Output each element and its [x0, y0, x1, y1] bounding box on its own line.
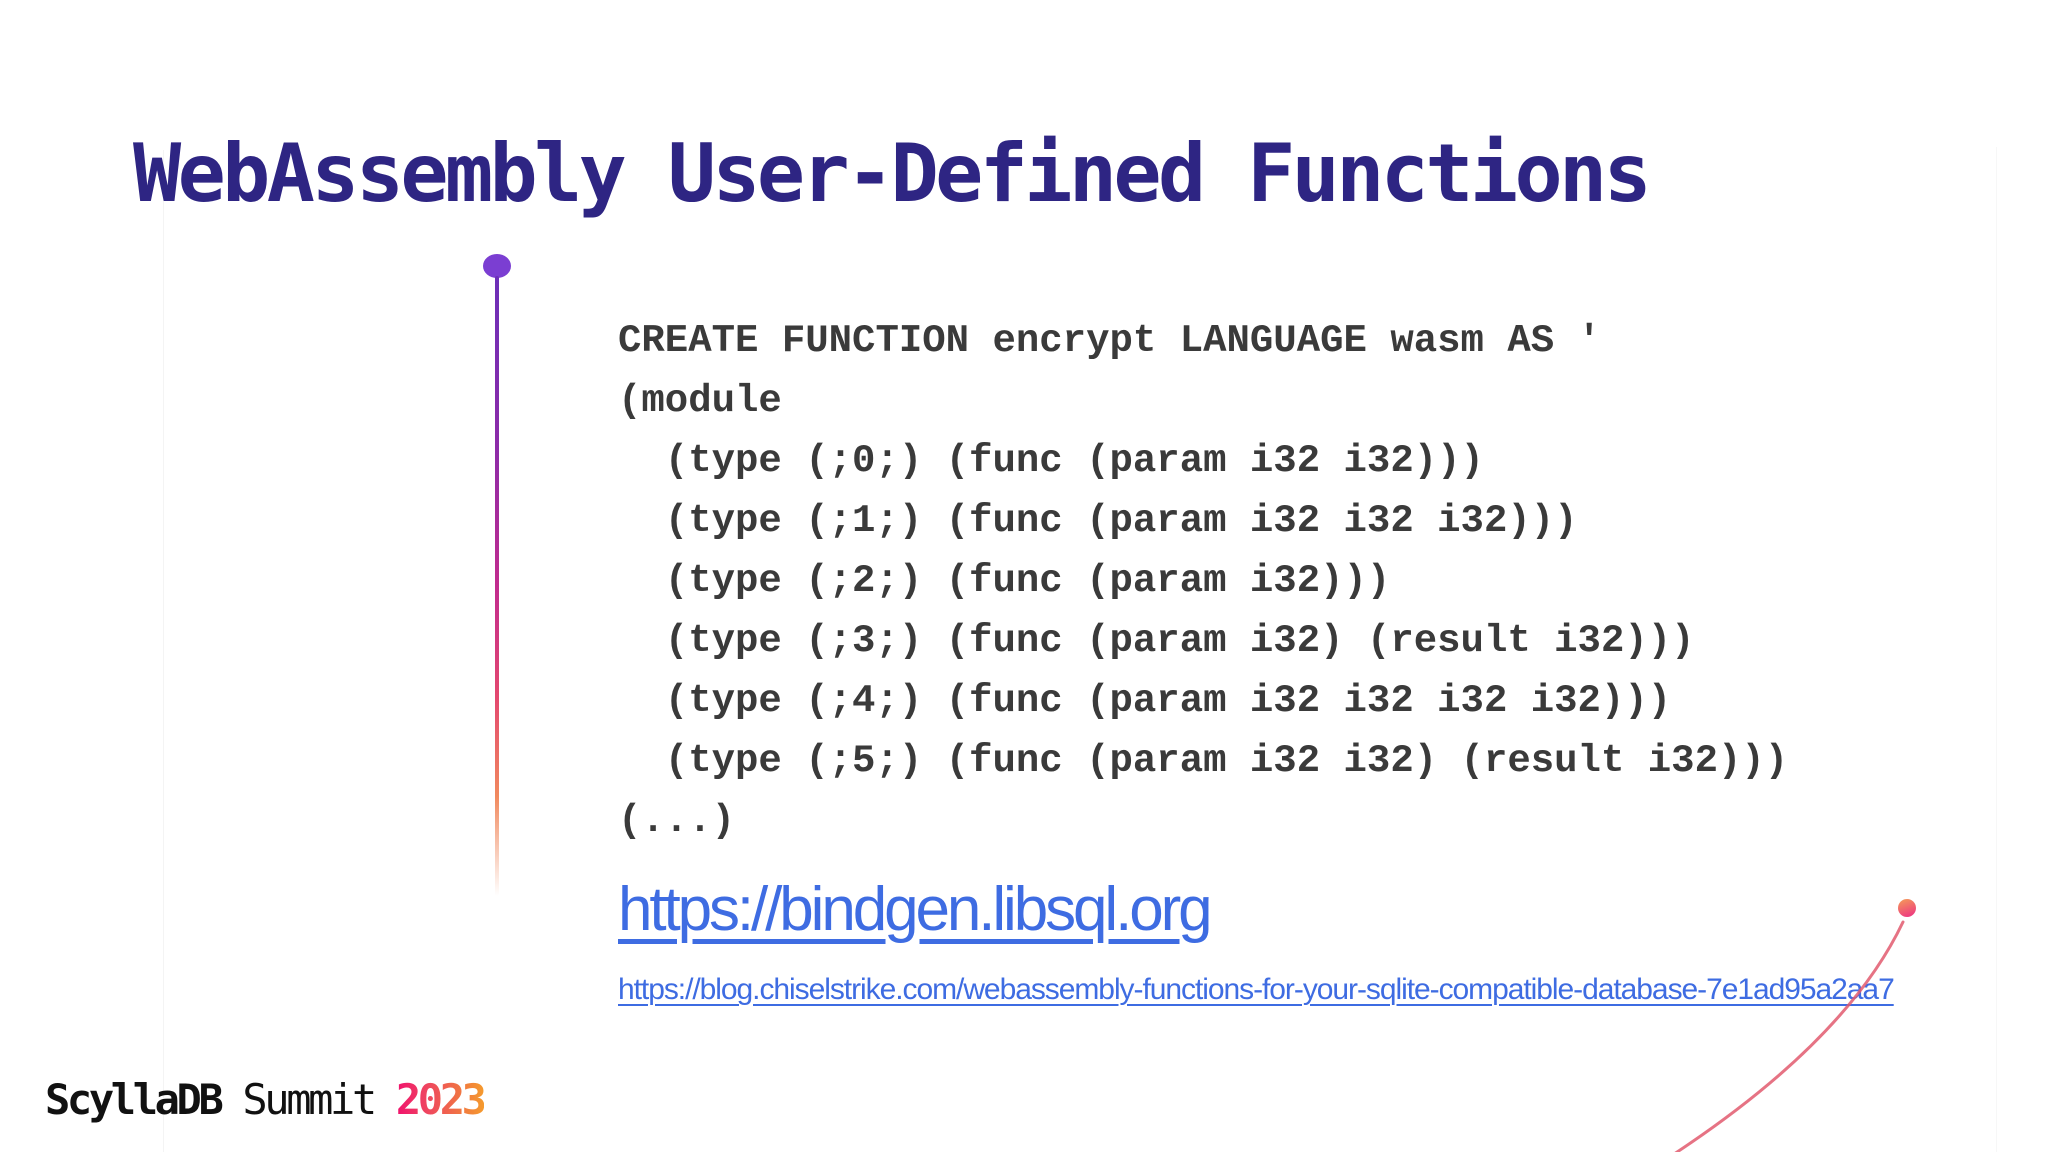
code-line: (module — [618, 379, 782, 423]
code-block: CREATE FUNCTION encrypt LANGUAGE wasm AS… — [618, 311, 1788, 851]
code-line: (type (;3;) (func (param i32) (result i3… — [618, 619, 1695, 663]
slide-edge-right — [1996, 147, 1997, 1152]
accent-dot-icon — [1898, 899, 1916, 917]
event-name: Summit — [220, 1075, 396, 1124]
page-title: WebAssembly User-Defined Functions — [133, 126, 1652, 220]
timeline-gradient-line — [495, 276, 499, 896]
code-line: (type (;4;) (func (param i32 i32 i32 i32… — [618, 679, 1672, 723]
event-year: 2023 — [395, 1075, 487, 1124]
footer-logo: ScyllaDB Summit 2023 — [45, 1079, 487, 1121]
code-line: CREATE FUNCTION encrypt LANGUAGE wasm AS… — [618, 319, 1601, 363]
blog-link[interactable]: https://blog.chiselstrike.com/webassembl… — [618, 973, 1895, 1006]
bindgen-link[interactable]: https://bindgen.libsql.org — [618, 875, 1213, 944]
timeline-dot-icon — [483, 254, 511, 278]
code-line: (type (;5;) (func (param i32 i32) (resul… — [618, 739, 1789, 783]
code-line: (type (;1;) (func (param i32 i32 i32))) — [618, 499, 1578, 543]
code-line: (type (;0;) (func (param i32 i32))) — [618, 439, 1484, 483]
code-line: (...) — [618, 799, 736, 843]
brand-name: ScyllaDB — [45, 1075, 224, 1124]
code-line: (type (;2;) (func (param i32))) — [618, 559, 1391, 603]
slide-edge-left — [163, 150, 164, 1152]
